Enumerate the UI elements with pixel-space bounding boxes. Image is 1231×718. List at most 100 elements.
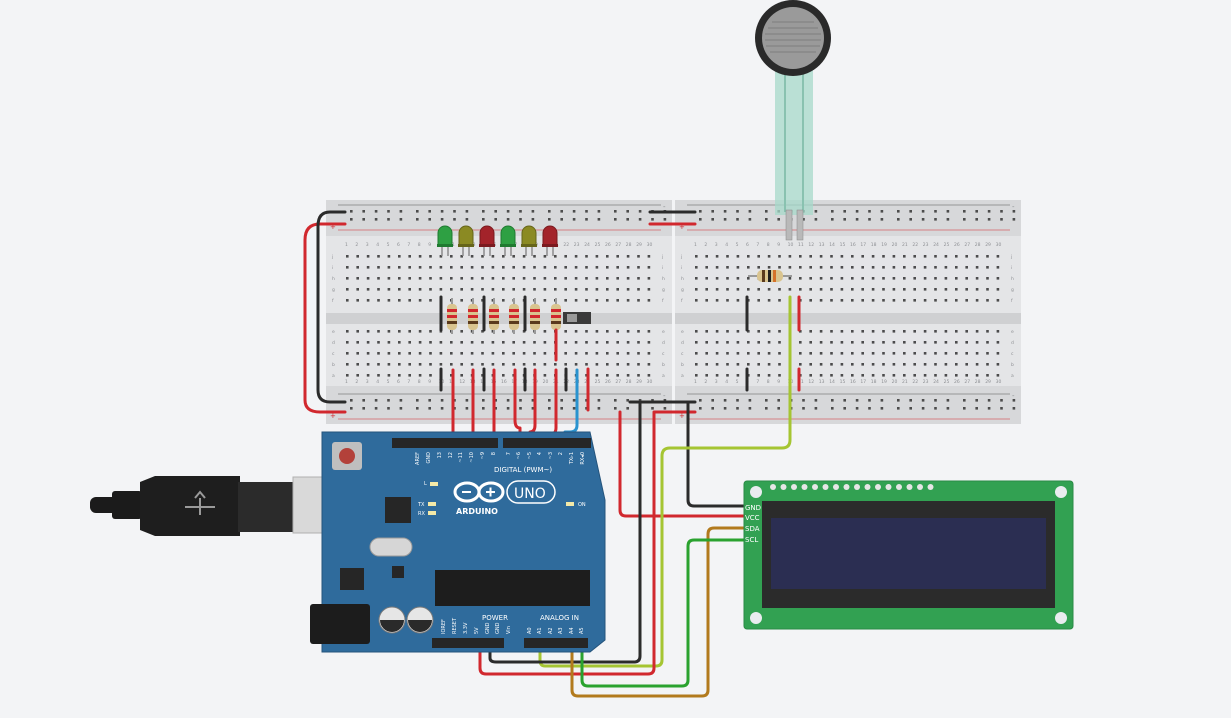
svg-text:10: 10 — [788, 242, 794, 248]
slide-switch[interactable] — [563, 312, 591, 324]
svg-text:22: 22 — [563, 242, 569, 248]
svg-text:26: 26 — [605, 379, 611, 385]
digital-pin-label: 8 — [491, 452, 497, 455]
svg-text:22: 22 — [912, 379, 918, 385]
svg-text:e: e — [1011, 330, 1014, 335]
digital-pin-label: ~3 — [548, 452, 554, 459]
svg-text:15: 15 — [840, 242, 846, 248]
svg-text:25: 25 — [595, 242, 601, 248]
resistor-2[interactable] — [468, 298, 478, 334]
led-tx-label: TX — [417, 502, 425, 508]
svg-text:13: 13 — [819, 242, 825, 248]
digital-pin-label: 7 — [506, 452, 512, 455]
svg-text:7: 7 — [407, 242, 410, 248]
led-on-label: ON — [578, 502, 586, 508]
digital-header-right[interactable] — [503, 438, 591, 448]
wire-red-arduino-5v — [478, 410, 656, 676]
resistor-4[interactable] — [509, 298, 519, 334]
svg-text:g: g — [681, 288, 684, 293]
svg-text:29: 29 — [636, 242, 642, 248]
wires — [303, 210, 801, 698]
digital-pin-label: 4 — [537, 452, 543, 455]
svg-text:2: 2 — [704, 379, 707, 385]
svg-text:11: 11 — [798, 379, 804, 385]
led-4[interactable] — [500, 225, 516, 256]
svg-text:g: g — [662, 288, 665, 293]
led-1[interactable] — [437, 225, 453, 256]
breadboard-left[interactable]: ++--112233445566778899101011111212131314… — [326, 200, 672, 424]
arduino-model: UNO — [514, 486, 546, 502]
svg-text:28: 28 — [626, 242, 632, 248]
svg-text:d: d — [332, 340, 335, 346]
sensor-resistor[interactable] — [748, 270, 792, 282]
svg-text:a: a — [1011, 374, 1014, 379]
resistor-3[interactable] — [489, 298, 499, 334]
power-pin-label: RESET — [452, 617, 458, 634]
svg-text:29: 29 — [985, 379, 991, 385]
arduino-uno[interactable]: ARDUINO UNO DIGITAL (PWM~) POWER ANALOG … — [90, 431, 606, 653]
svg-text:+: + — [679, 412, 685, 420]
power-header[interactable] — [432, 638, 504, 648]
lcd-screen — [771, 518, 1046, 589]
resistor-group — [447, 298, 561, 334]
svg-text:24: 24 — [933, 242, 939, 248]
svg-text:13: 13 — [819, 379, 825, 385]
digital-pin-label: GND — [426, 452, 432, 464]
wire-black-left-rail — [316, 210, 347, 404]
svg-text:23: 23 — [923, 242, 929, 248]
digital-pin-label: RX◂0 — [580, 452, 586, 465]
led-6[interactable] — [542, 225, 558, 256]
svg-text:18: 18 — [871, 242, 877, 248]
svg-text:f: f — [332, 298, 334, 304]
svg-text:9: 9 — [777, 379, 780, 385]
svg-text:6: 6 — [746, 242, 749, 248]
led-5[interactable] — [521, 225, 537, 256]
svg-text:25: 25 — [944, 379, 950, 385]
svg-text:16: 16 — [850, 379, 856, 385]
svg-text:4: 4 — [725, 379, 728, 385]
svg-text:4: 4 — [376, 242, 379, 248]
svg-text:j: j — [331, 254, 333, 260]
svg-text:30: 30 — [996, 379, 1002, 385]
svg-text:26: 26 — [954, 379, 960, 385]
led-3[interactable] — [479, 225, 495, 256]
resistor-1[interactable] — [447, 298, 457, 334]
svg-text:9: 9 — [428, 242, 431, 248]
svg-text:1: 1 — [694, 379, 697, 385]
analog-pin-label: A3 — [558, 627, 564, 634]
svg-text:h: h — [662, 276, 665, 282]
resistor-6[interactable] — [551, 298, 561, 334]
svg-text:17: 17 — [860, 242, 866, 248]
resistor-5[interactable] — [530, 298, 540, 334]
digital-pin-label: TX▹1 — [569, 452, 575, 465]
svg-text:11: 11 — [798, 242, 804, 248]
led-l-label: L — [424, 481, 427, 487]
lcd-pin-labels: GND VCC SDA SCL — [745, 504, 761, 544]
svg-text:14: 14 — [829, 242, 835, 248]
svg-text:i: i — [1011, 265, 1012, 271]
svg-text:28: 28 — [975, 242, 981, 248]
svg-text:3: 3 — [366, 379, 369, 385]
lcd-display[interactable]: GND VCC SDA SCL — [743, 480, 1074, 630]
svg-text:3: 3 — [715, 242, 718, 248]
svg-text:8: 8 — [418, 242, 421, 248]
svg-text:7: 7 — [756, 242, 759, 248]
analog-header[interactable] — [524, 638, 588, 648]
led-2[interactable] — [458, 225, 474, 256]
svg-text:20: 20 — [543, 379, 549, 385]
breadboards: ++--112233445566778899101011111212131314… — [326, 200, 1021, 424]
led-rx-label: RX — [418, 511, 425, 517]
svg-text:f: f — [1011, 298, 1013, 304]
svg-text:e: e — [662, 330, 665, 335]
svg-text:1: 1 — [345, 242, 348, 248]
breadboard-right[interactable]: ++--112233445566778899101011111212131314… — [675, 200, 1021, 424]
force-sensor[interactable] — [755, 0, 831, 241]
svg-text:e: e — [681, 330, 684, 335]
power-label: POWER — [482, 614, 508, 622]
led-group — [437, 225, 558, 256]
digital-header-left[interactable] — [392, 438, 498, 448]
svg-text:-: - — [1012, 392, 1015, 400]
svg-text:5: 5 — [736, 242, 739, 248]
